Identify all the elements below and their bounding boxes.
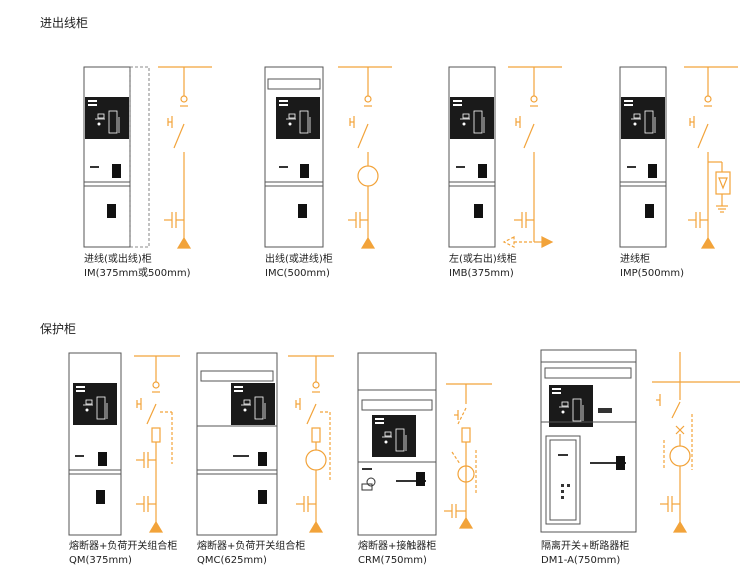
section-title-incoming: 进出线柜: [40, 16, 89, 30]
schematic-imc: [338, 66, 392, 249]
cabinet-imc: [264, 66, 324, 248]
schematic-qmc: [288, 355, 334, 533]
cabinet-name: 熔断器+接触器柜: [358, 541, 437, 552]
schematic-imp: [684, 66, 738, 249]
cabinet-name: 进线(或出线)柜: [84, 254, 152, 265]
cabinet-model: DM1-A(750mm): [541, 555, 621, 566]
schematic-im: [158, 66, 212, 249]
schematic-crm: [444, 383, 492, 529]
cabinet-model: IMC(500mm): [265, 268, 330, 279]
cabinet-model: IMB(375mm): [449, 268, 514, 279]
cabinet-label-imc: 出线(或进线)柜 IMC(500mm): [265, 253, 333, 281]
cabinet-label-dm1a: 隔离开关+断路器柜 DM1-A(750mm): [541, 540, 629, 568]
cabinet-imp: [619, 66, 667, 248]
schematic-qm: [134, 355, 180, 533]
cabinet-dm1a: [540, 349, 637, 533]
schematic-imb: [502, 66, 562, 248]
cabinet-model: IM(375mm或500mm): [84, 268, 191, 279]
cabinet-label-imb: 左(或右出)线柜 IMB(375mm): [449, 253, 517, 281]
cabinet-name: 隔离开关+断路器柜: [541, 541, 630, 552]
cabinet-label-imp: 进线柜 IMP(500mm): [620, 253, 684, 281]
cabinet-label-qmc: 熔断器+负荷开关组合柜 QMC(625mm): [197, 540, 305, 568]
cabinet-qmc: [196, 352, 278, 536]
cabinet-model: QMC(625mm): [197, 555, 267, 566]
cabinet-model: QM(375mm): [69, 555, 132, 566]
cabinet-name: 出线(或进线)柜: [265, 254, 333, 265]
cabinet-qm: [68, 352, 122, 536]
cabinet-imb: [448, 66, 496, 248]
section-title-protection: 保护柜: [40, 322, 77, 336]
cabinet-im: [83, 66, 150, 248]
cabinet-model: IMP(500mm): [620, 268, 684, 279]
cabinet-label-im: 进线(或出线)柜 IM(375mm或500mm): [84, 253, 191, 281]
cabinet-label-qm: 熔断器+负荷开关组合柜 QM(375mm): [69, 540, 177, 568]
cabinet-label-crm: 熔断器+接触器柜 CRM(750mm): [358, 540, 436, 568]
cabinet-name: 左(或右出)线柜: [449, 254, 517, 265]
cabinet-name: 熔断器+负荷开关组合柜: [197, 541, 306, 552]
cabinet-name: 进线柜: [620, 254, 650, 265]
cabinet-crm: [357, 352, 437, 536]
cabinet-model: CRM(750mm): [358, 555, 427, 566]
schematic-dm1a: [652, 352, 740, 533]
cabinet-name: 熔断器+负荷开关组合柜: [69, 541, 178, 552]
